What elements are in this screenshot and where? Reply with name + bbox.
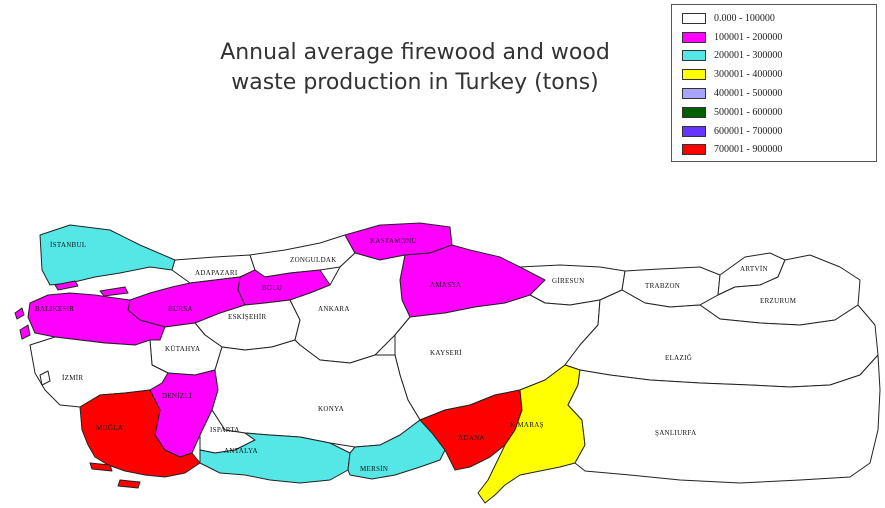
legend-swatch (682, 144, 706, 156)
province-label-amasya: AMASYA (430, 281, 461, 289)
province-label-eskisehir: ESKİŞEHİR (228, 313, 267, 321)
legend-label: 400001 - 500000 (714, 88, 783, 100)
legend-label: 300001 - 400000 (714, 69, 783, 81)
province-label-elazig: ELAZIĞ (665, 354, 692, 362)
legend-row: 500001 - 600000 (682, 103, 876, 122)
legend-row: 400001 - 500000 (682, 84, 876, 103)
legend-swatch (682, 12, 706, 24)
province-label-antalya: ANTALYA (224, 447, 258, 455)
province-label-istanbul: İSTANBUL (50, 241, 86, 249)
province-label-trabzon: TRABZON (645, 282, 680, 290)
province-label-artvin: ARTVİN (740, 265, 768, 273)
legend-swatch (682, 50, 706, 62)
legend-row: 300001 - 400000 (682, 65, 876, 84)
legend-row: 100001 - 200000 (682, 28, 876, 47)
legend-row: 700001 - 900000 (682, 141, 876, 160)
legend-row: 200001 - 300000 (682, 47, 876, 66)
province-label-mersin: MERSİN (360, 465, 388, 473)
province-label-bursa: BURSA (168, 305, 193, 313)
legend-swatch (682, 106, 706, 118)
legend-label: 700001 - 900000 (714, 144, 783, 156)
province-label-adapazari: ADAPAZARI (195, 269, 238, 277)
province-label-konya: KONYA (318, 405, 344, 413)
legend-label: 0.000 - 100000 (714, 12, 775, 24)
province-mersin (347, 419, 446, 480)
map-title-line-2: waste production in Turkey (tons) (231, 70, 599, 95)
legend-label: 100001 - 200000 (714, 31, 783, 43)
province-label-erzurum: ERZURUM (760, 297, 797, 305)
map-title-line-1: Annual average firewood and wood (220, 40, 610, 65)
province-istanbul (39, 224, 176, 286)
turkey-province-map: İSTANBUL ADAPAZARI ZONGULDAK KASTAMONU AMASY… (14, 222, 881, 504)
legend-label: 600001 - 700000 (714, 125, 783, 137)
legend-row: 0.000 - 100000 (682, 9, 876, 28)
province-label-isparta: ISPARTA (210, 426, 240, 434)
legend-label: 500001 - 600000 (714, 106, 783, 118)
province-label-adana: ADANA (458, 434, 485, 442)
province-label-kmaras: K.MARAŞ (510, 421, 544, 429)
province-label-kutahya: KÜTAHYA (165, 345, 200, 353)
legend-swatch (682, 69, 706, 81)
province-label-kayseri: KAYSERİ (430, 349, 462, 357)
province-label-mugla: MUĞLA (96, 424, 123, 432)
legend-swatch (682, 125, 706, 137)
legend-row: 600001 - 700000 (682, 122, 876, 141)
province-sanliurfa (567, 354, 881, 484)
province-label-giresun: GİRESUN (552, 277, 584, 285)
province-label-sanliurfa: ŞANLIURFA (655, 429, 696, 437)
map-title: Annual average firewood and wood waste p… (190, 38, 640, 98)
map-legend: 0.000 - 100000 100001 - 200000 200001 - 30… (671, 4, 877, 162)
aegean-islands (14, 280, 141, 489)
legend-label: 200001 - 300000 (714, 50, 783, 62)
province-label-zonguldak: ZONGULDAK (290, 256, 337, 264)
province-label-denizli: DENİZLİ (162, 392, 192, 400)
province-label-bolu: BOLU (262, 284, 282, 292)
province-label-izmir: İZMİR (62, 374, 83, 382)
province-label-ankara: ANKARA (318, 305, 350, 313)
province-label-kastamonu: KASTAMONU (370, 237, 417, 245)
legend-swatch (682, 88, 706, 100)
province-label-balikesir: BALIKESİR (35, 305, 74, 313)
legend-swatch (682, 31, 706, 43)
